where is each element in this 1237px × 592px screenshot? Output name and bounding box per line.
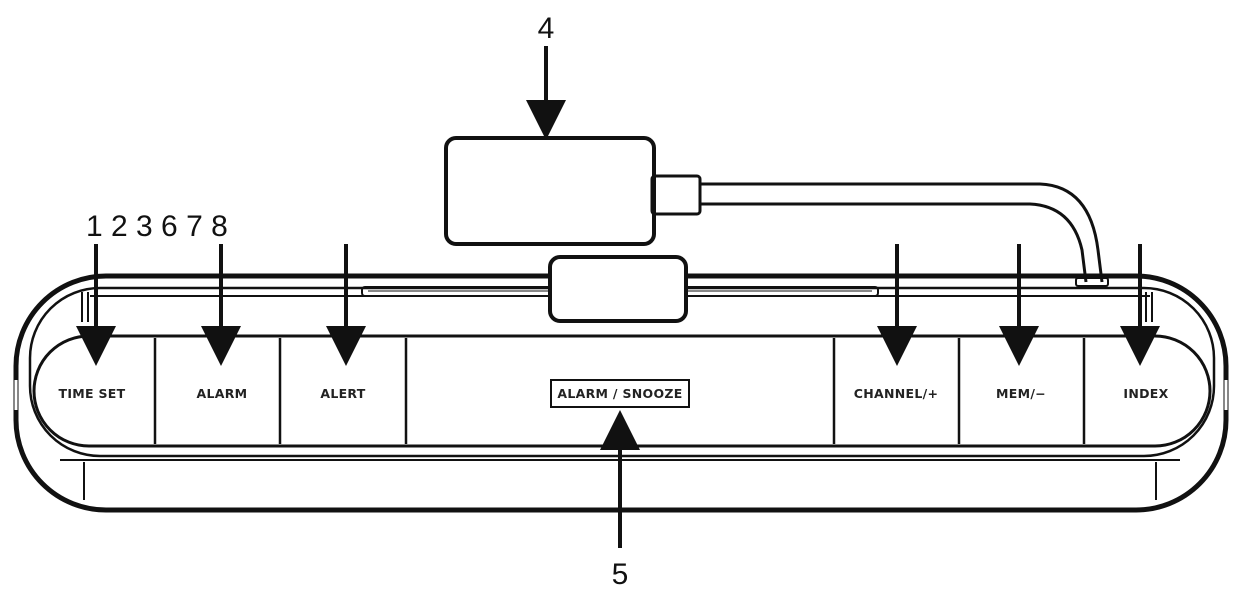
usb-connector — [650, 174, 702, 216]
callout-top-left-group: 1 2 3 6 7 8 — [86, 210, 228, 243]
right-grip-ridges — [1145, 292, 1153, 322]
alarm-button[interactable]: ALARM — [197, 386, 248, 401]
usb-device — [444, 136, 1109, 287]
index-button[interactable]: INDEX — [1123, 386, 1168, 401]
left-grip-ridges — [81, 292, 89, 322]
button-dividers — [153, 338, 1086, 444]
alert-button[interactable]: ALERT — [320, 386, 365, 401]
callout-top-center: 4 — [538, 12, 555, 45]
channel-plus-button[interactable]: CHANNEL/+ — [854, 386, 938, 401]
time-set-button[interactable]: TIME SET — [59, 386, 126, 401]
alarm-snooze-button[interactable]: ALARM / SNOOZE — [557, 386, 682, 401]
snooze-label-box — [550, 379, 690, 408]
slot-card-clip — [548, 255, 688, 323]
usb-body — [444, 136, 656, 246]
callout-bottom-center: 5 — [612, 558, 629, 591]
mem-minus-button[interactable]: MEM/− — [996, 386, 1046, 401]
usb-cable — [700, 182, 1104, 283]
callout-arrows — [76, 46, 1160, 548]
